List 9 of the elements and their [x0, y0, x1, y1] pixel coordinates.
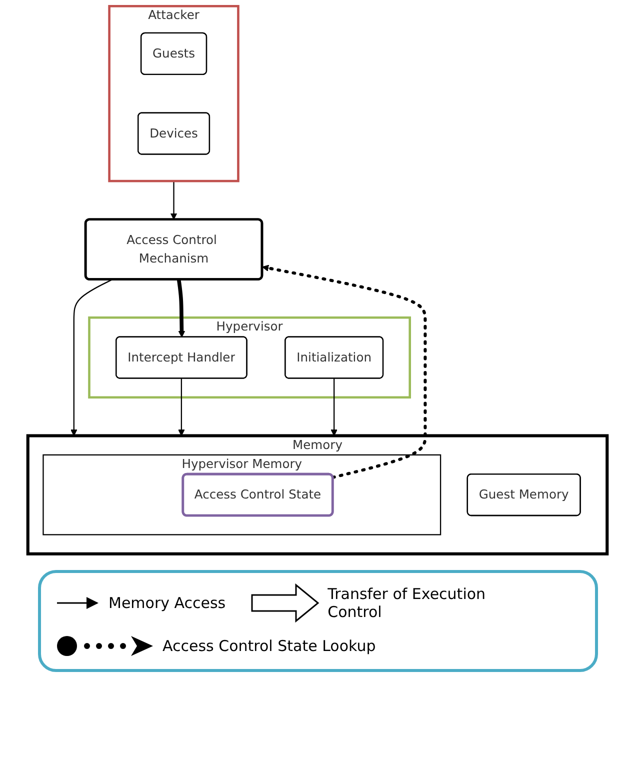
arrow — [170, 181, 178, 220]
arrow — [176, 279, 186, 338]
legend-text: Memory Access — [108, 594, 226, 612]
legend-text: Transfer of Execution Control — [328, 585, 487, 621]
legend-text: Access Control State Lookup — [162, 637, 376, 655]
arrow — [330, 378, 338, 436]
arrow — [262, 264, 427, 479]
arrow — [70, 278, 114, 436]
arrow — [178, 378, 185, 436]
